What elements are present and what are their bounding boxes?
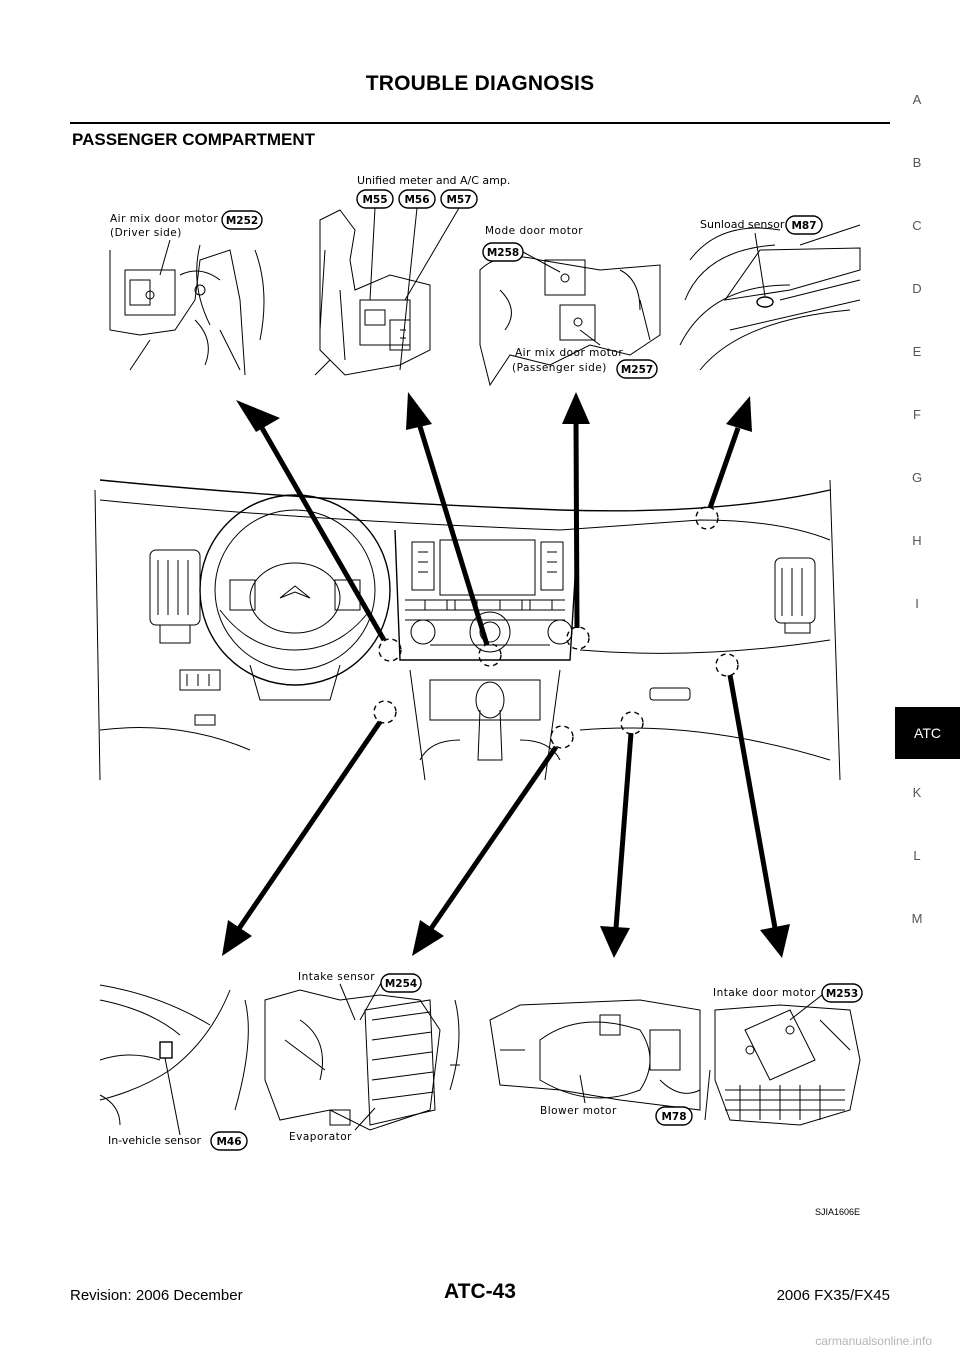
- label-blower-motor: Blower motor: [540, 1105, 617, 1117]
- side-index-m[interactable]: M: [911, 911, 923, 926]
- svg-text:M55: M55: [362, 194, 387, 206]
- connector-badge-m55: M55: [356, 189, 394, 209]
- side-index-l[interactable]: L: [913, 848, 921, 863]
- label-air-mix-passenger-line2: (Passenger side): [512, 362, 607, 374]
- svg-text:M258: M258: [487, 247, 519, 259]
- side-index-i[interactable]: I: [915, 596, 919, 611]
- svg-text:M252: M252: [226, 215, 258, 227]
- label-evaporator: Evaporator: [289, 1131, 352, 1143]
- label-air-mix-passenger-line1: Air mix door motor: [515, 347, 623, 359]
- side-index-c[interactable]: C: [912, 218, 922, 233]
- side-index-k[interactable]: K: [912, 785, 922, 800]
- svg-text:M87: M87: [791, 220, 816, 232]
- side-index-e[interactable]: E: [912, 344, 922, 359]
- figure-code: SJIA1606E: [815, 1207, 861, 1217]
- connector-badge-m57: M57: [440, 189, 478, 209]
- label-in-vehicle-sensor: In-vehicle sensor: [108, 1134, 201, 1147]
- connector-badge-m253: M253: [821, 983, 863, 1003]
- connector-badge-m87: M87: [785, 215, 823, 235]
- label-intake-sensor: Intake sensor: [298, 971, 375, 983]
- svg-text:M56: M56: [404, 194, 429, 206]
- inset-unified-meter: [314, 209, 431, 376]
- connector-badge-m252: M252: [221, 210, 263, 230]
- label-intake-door-motor: Intake door motor: [713, 987, 816, 999]
- location-marker-sunload: [695, 506, 719, 530]
- side-index-f[interactable]: F: [913, 407, 921, 422]
- inset-intake-door-motor: [704, 1004, 861, 1126]
- side-index-a[interactable]: A: [912, 92, 922, 107]
- side-index-h[interactable]: H: [912, 533, 922, 548]
- inset-blower-motor: [489, 999, 701, 1111]
- label-air-mix-driver-line1: Air mix door motor: [110, 213, 218, 225]
- connector-badge-m258: M258: [482, 242, 524, 262]
- label-sunload-sensor: Sunload sensor: [700, 218, 785, 231]
- side-index-b[interactable]: B: [912, 155, 922, 170]
- location-marker-mode-door: [566, 626, 590, 650]
- label-mode-door-motor: Mode door motor: [485, 225, 583, 237]
- svg-text:M254: M254: [385, 978, 417, 990]
- side-index-atc-tab[interactable]: ATC: [895, 707, 960, 759]
- inset-air-mix-driver: [109, 244, 265, 376]
- footer-revision: Revision: 2006 December: [70, 1287, 243, 1304]
- side-index-d[interactable]: D: [912, 281, 922, 296]
- connector-badge-m46: M46: [210, 1131, 248, 1151]
- location-marker-intake-sensor: [550, 725, 574, 749]
- svg-text:M46: M46: [216, 1136, 241, 1148]
- svg-text:M257: M257: [621, 364, 653, 376]
- svg-text:M78: M78: [661, 1111, 686, 1123]
- header-rule: [70, 122, 890, 124]
- section-title: PASSENGER COMPARTMENT: [72, 130, 316, 149]
- location-marker-in-vehicle: [373, 700, 397, 724]
- inset-in-vehicle-sensor: [99, 984, 249, 1126]
- location-marker-intake-door: [715, 653, 739, 677]
- inset-sunload-sensor: [679, 224, 861, 371]
- page-header-title: TROUBLE DIAGNOSIS: [365, 72, 595, 95]
- location-marker-air-mix-driver: [378, 638, 402, 662]
- label-air-mix-driver-line2: (Driver side): [110, 227, 182, 239]
- dashboard-illustration: [94, 479, 841, 781]
- connector-badge-m78: M78: [655, 1106, 693, 1126]
- inset-intake-sensor: [264, 989, 460, 1131]
- component-location-diagram: Air mix door motor (Driver side) M252 Un…: [94, 174, 863, 1151]
- svg-text:M253: M253: [826, 988, 858, 1000]
- callout-arrows: [222, 392, 790, 958]
- svg-text:M57: M57: [446, 194, 471, 206]
- location-marker-unified-meter: [478, 643, 502, 667]
- footer-model: 2006 FX35/FX45: [776, 1287, 890, 1304]
- footer-page-number: ATC-43: [444, 1280, 516, 1303]
- watermark: carmanualsonline.info: [815, 1334, 932, 1348]
- connector-badge-m254: M254: [380, 973, 422, 993]
- connector-badge-m56: M56: [398, 189, 436, 209]
- inset-mode-door-motor: [479, 256, 661, 387]
- location-marker-blower: [620, 711, 644, 735]
- label-unified-meter: Unified meter and A/C amp.: [357, 174, 510, 187]
- side-index-g[interactable]: G: [911, 470, 923, 485]
- connector-badge-m257: M257: [616, 359, 658, 379]
